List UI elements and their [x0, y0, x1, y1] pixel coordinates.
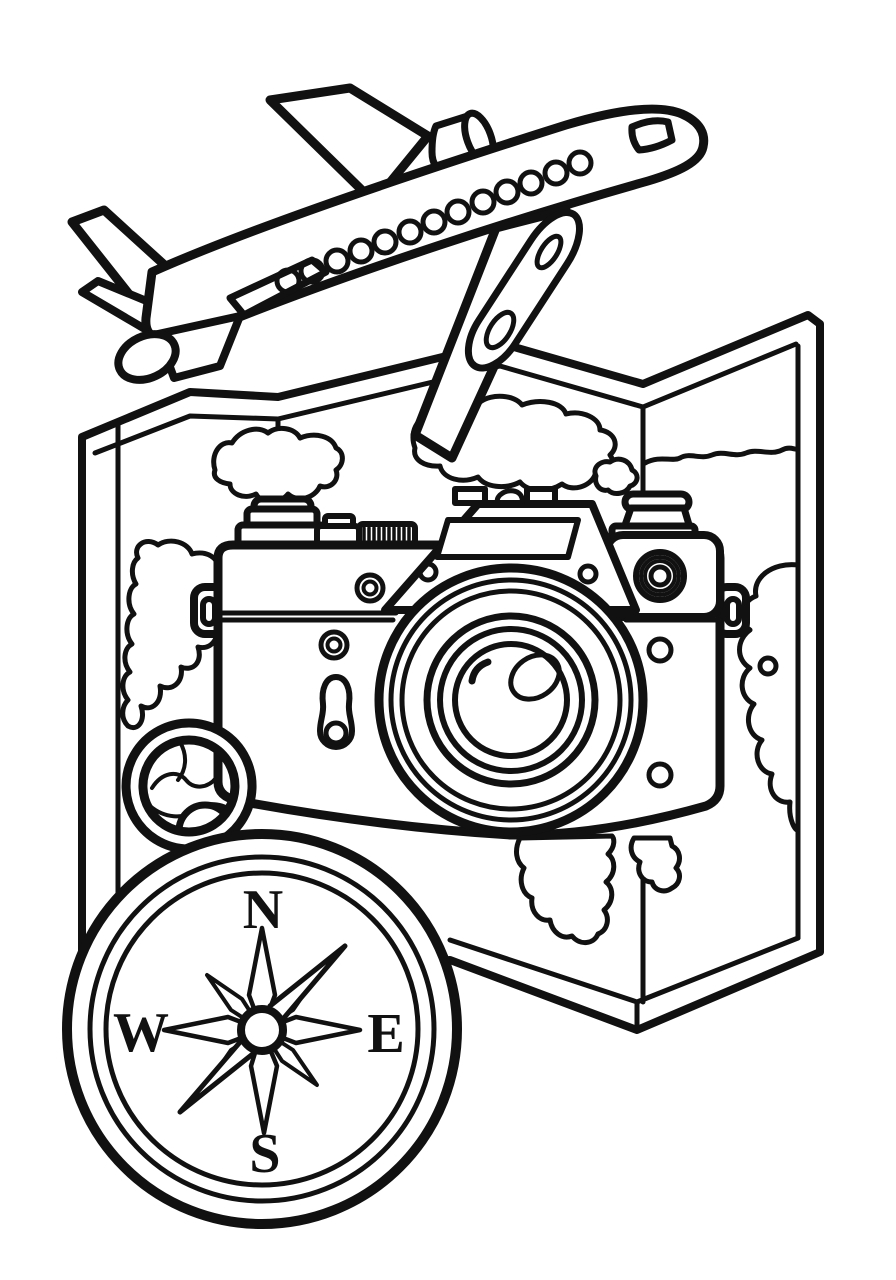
camera-viewfinder-hump: [234, 495, 329, 551]
map-continent: [211, 425, 345, 505]
camera-icon: [190, 486, 750, 840]
camera-shutter-speed-dial: [633, 549, 687, 603]
camera-lens: [374, 563, 648, 837]
airplane-cockpit-window: [628, 117, 676, 154]
compass-label-west: W: [113, 1002, 169, 1064]
compass-icon: N E S W: [62, 829, 462, 1229]
airplane-windows: [274, 149, 594, 295]
camera-viewfinder-window: [434, 517, 581, 560]
lens-highlight-small: [468, 658, 492, 685]
compass-label-north: N: [243, 879, 283, 941]
compass-label-south: S: [249, 1123, 280, 1185]
lens-highlight: [508, 652, 562, 702]
camera-self-timer: [317, 674, 355, 750]
map-continent: [514, 833, 617, 945]
compass-pivot: [237, 1005, 287, 1055]
camera-lens-glass: [452, 641, 570, 759]
airplane-far-wing: [265, 83, 433, 207]
camera-seam: [215, 610, 399, 623]
map-top-band: [92, 341, 799, 456]
map-island: [592, 456, 640, 496]
camera-hot-shoe: [524, 486, 558, 506]
map-continent: [628, 835, 682, 894]
airplane-tail-cone-cap: [114, 330, 180, 384]
camera-screws: [318, 572, 674, 789]
airplane-near-engine: [464, 208, 584, 372]
compass-label-east: E: [367, 1003, 404, 1065]
map-island: [757, 655, 779, 677]
airplane-icon: [67, 83, 709, 463]
camera-hot-shoe: [452, 486, 488, 506]
map-coastline: [642, 445, 800, 466]
